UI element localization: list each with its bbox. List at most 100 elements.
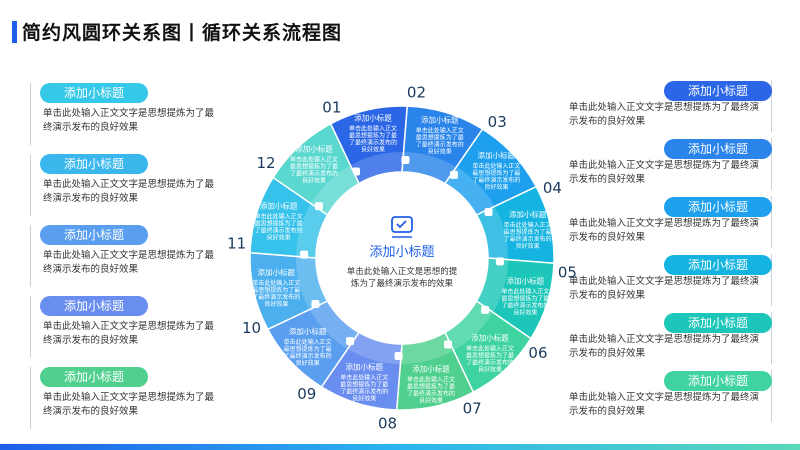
- segment-desc-line: 良好效果: [516, 242, 540, 250]
- segment-desc-line: 单击此处输入正文: [255, 212, 303, 220]
- right-item: 添加小标题单击此处输入正文文字是思想提炼为了最终演示发布的良好效果: [560, 80, 772, 134]
- segment-label: 添加小标题: [258, 267, 296, 277]
- segment-label: 添加小标题: [289, 326, 327, 336]
- segment-label: 添加小标题: [478, 150, 516, 160]
- gear-icon: [394, 351, 403, 360]
- page-title: 简约风圆环关系图丨循环关系流程图: [22, 22, 343, 44]
- right-item: 添加小标题单击此处输入正文文字是思想提炼为了最终演示发布的良好效果: [560, 196, 772, 250]
- left-item-desc-line: 单击此处输入正文文字是思想提炼为了最: [43, 108, 215, 119]
- segment-desc-line: 单击此处输入正文: [252, 279, 300, 287]
- right-item-label: 添加小标题: [664, 81, 772, 101]
- left-item-divider: [30, 296, 31, 358]
- segment-desc-line: 最思想提炼为了最: [504, 228, 552, 236]
- segment-desc-line: 最思想提炼为了最: [255, 219, 303, 227]
- phone-icon-glyph: [484, 207, 493, 216]
- segment-number: 03: [488, 113, 507, 131]
- title-accent-bar: [12, 21, 17, 43]
- left-item-desc: 单击此处输入正文文字是思想提炼为了最终演示发布的良好效果: [43, 107, 214, 134]
- segment-desc-line: 良好效果: [302, 177, 326, 185]
- right-item-label: 添加小标题: [664, 139, 772, 159]
- segment-number: 05: [558, 263, 577, 281]
- segment-desc-line: 了最终演示发布的: [252, 293, 300, 301]
- segment-label: 添加小标题: [509, 209, 547, 219]
- segment-desc-line: 了最终演示发布的: [349, 138, 397, 146]
- segment-desc-line: 单击此处输入正文: [501, 288, 549, 296]
- globe-icon-glyph: [300, 250, 309, 259]
- segment-desc-line: 最思想提炼为了最: [407, 383, 455, 391]
- center-disc: [316, 172, 488, 344]
- segment-desc-line: 良好效果: [513, 309, 537, 317]
- left-item: 添加小标题单击此处输入正文文字是思想提炼为了最终演示发布的良好效果: [30, 296, 270, 360]
- checklist-icon-check: [396, 220, 407, 229]
- right-item-desc: 单击此处输入正文文字是思想提炼为了最终演示发布的良好效果: [569, 159, 759, 186]
- segment-number: 01: [322, 99, 341, 117]
- left-item-desc: 单击此处输入正文文字是思想提炼为了最终演示发布的良好效果: [43, 320, 214, 347]
- segment-desc-line: 了最终演示发布的: [472, 176, 520, 184]
- right-item-label: 添加小标题: [664, 371, 772, 391]
- segment-desc-line: 良好效果: [296, 359, 320, 367]
- segment-label: 添加小标题: [260, 200, 298, 210]
- segment-label: 添加小标题: [354, 112, 392, 122]
- chat-icon-glyph: [401, 156, 410, 165]
- right-item-desc: 单击此处输入正文文字是思想提炼为了最终演示发布的良好效果: [569, 391, 759, 418]
- segment-desc-line: 单击此处输入正文: [349, 124, 397, 132]
- right-item-label: 添加小标题: [664, 313, 772, 333]
- left-item: 添加小标题单击此处输入正文文字是思想提炼为了最终演示发布的良好效果: [30, 83, 270, 147]
- checklist-icon: [391, 216, 413, 238]
- left-item: 添加小标题单击此处输入正文文字是思想提炼为了最终演示发布的良好效果: [30, 154, 270, 218]
- center-desc-line: 单击此处输入正文是思想的提: [347, 266, 458, 277]
- segment-number: 10: [242, 319, 261, 337]
- right-item-divider: [771, 370, 772, 422]
- segment-desc-line: 单击此处输入正文: [340, 373, 388, 381]
- segment-number: 09: [297, 385, 316, 403]
- monitor-icon-glyph: [314, 202, 323, 211]
- segment-desc-line: 了最终演示发布的: [501, 302, 549, 310]
- segment-desc-line: 最思想提炼为了最: [340, 380, 388, 388]
- right-item-desc-line: 单击此处输入正文文字是思想提炼为了最终演: [569, 102, 760, 113]
- segment-label: 添加小标题: [471, 332, 509, 342]
- right-item-divider: [771, 80, 772, 132]
- segment-number: 07: [463, 399, 482, 417]
- segment-number: 02: [407, 84, 426, 102]
- segment-desc-line: 单击此处输入正文: [466, 344, 514, 352]
- cloud-icon: [449, 170, 458, 179]
- right-item-divider: [771, 254, 772, 306]
- right-item-label: 添加小标题: [664, 197, 772, 217]
- segment-label: 添加小标题: [507, 276, 545, 286]
- left-item-divider: [30, 225, 31, 287]
- chat-icon: [401, 156, 410, 165]
- phone-icon: [484, 207, 493, 216]
- left-item-desc: 单击此处输入正文文字是思想提炼为了最终演示发布的良好效果: [43, 391, 214, 418]
- segment-desc-line: 了最终演示发布的: [340, 387, 388, 395]
- left-item-desc-line: 终演示发布的良好效果: [43, 263, 139, 275]
- segment-desc-line: 了最终演示发布的: [284, 352, 332, 360]
- segment-desc-line: 良好效果: [419, 397, 443, 405]
- left-item-label: 添加小标题: [40, 225, 148, 245]
- segment-number: 11: [227, 235, 246, 253]
- right-item: 添加小标题单击此处输入正文文字是思想提炼为了最终演示发布的良好效果: [560, 370, 772, 424]
- segment-desc-line: 最思想提炼为了最: [349, 131, 397, 139]
- right-item-desc-line: 示发布的良好效果: [569, 231, 646, 243]
- right-item-desc: 单击此处输入正文文字是思想提炼为了最终演示发布的良好效果: [569, 275, 759, 302]
- right-item-divider: [771, 196, 772, 248]
- right-item-divider: [771, 138, 772, 190]
- segment-desc-line: 了最终演示发布的: [407, 390, 455, 398]
- clock-icon-glyph: [311, 300, 320, 309]
- left-item-desc-line: 单击此处输入正文文字是思想提炼为了最: [43, 250, 215, 261]
- segment-desc-line: 单击此处输入正文: [472, 162, 520, 170]
- center-title: 添加小标题: [369, 245, 434, 260]
- left-item-label: 添加小标题: [40, 367, 148, 387]
- right-item-desc-line: 单击此处输入正文文字是思想提炼为了最终演: [569, 334, 760, 345]
- segment-desc-line: 良好效果: [361, 145, 385, 153]
- left-item-desc-line: 单击此处输入正文文字是思想提炼为了最: [43, 321, 215, 332]
- left-item-desc-line: 终演示发布的良好效果: [43, 192, 139, 204]
- left-item-desc-line: 终演示发布的良好效果: [43, 121, 139, 133]
- segment-desc-line: 良好效果: [264, 300, 288, 308]
- segment-desc-line: 最思想提炼为了最: [501, 295, 549, 303]
- right-item-divider: [771, 312, 772, 364]
- right-item-desc: 单击此处输入正文文字是思想提炼为了最终演示发布的良好效果: [569, 101, 759, 128]
- right-item-desc-line: 示发布的良好效果: [569, 289, 646, 301]
- left-item: 添加小标题单击此处输入正文文字是思想提炼为了最终演示发布的良好效果: [30, 225, 270, 289]
- segment-desc-line: 良好效果: [267, 233, 291, 241]
